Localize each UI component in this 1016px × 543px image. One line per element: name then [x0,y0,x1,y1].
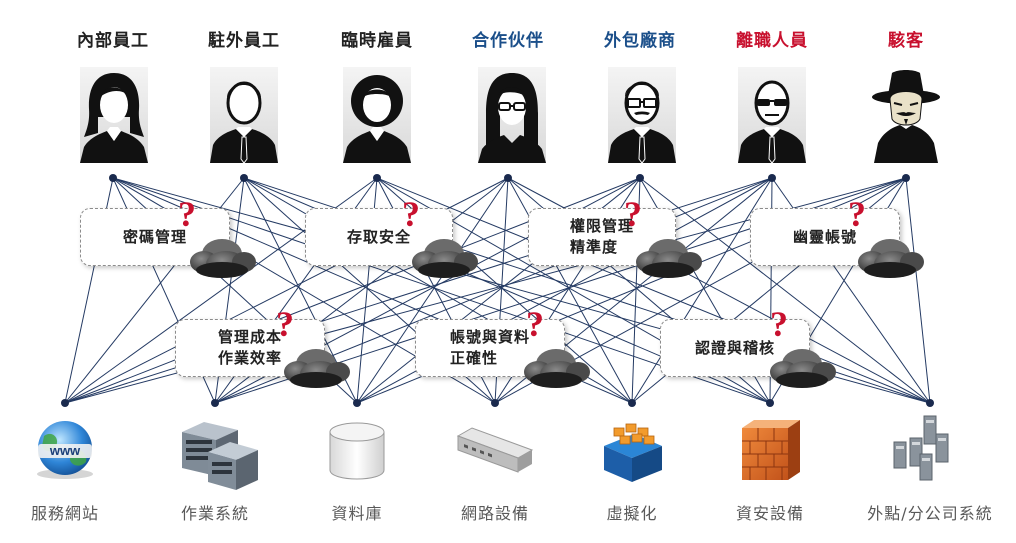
role-label-remote-staff: 駐外員工 [208,31,280,51]
concern-text: 幽靈帳號 [792,227,857,246]
connection-line [905,177,931,404]
system-node-dot [353,399,361,407]
connection-line [356,177,509,404]
role-label-partner: 合作伙伴 [472,31,544,51]
network-switch-icon [456,427,534,473]
role-node-dot [768,174,776,182]
system-node-dot [628,399,636,407]
virtualization-stack-icon [604,423,662,482]
hacker-mask-icon [870,67,942,163]
system-label-os: 作業系統 [180,504,249,523]
branch-servers-icon [893,415,949,481]
role-node-dot [109,174,117,182]
storm-cloud-icon [770,349,836,388]
system-label-network: 網路設備 [460,504,529,523]
www-globe-icon: www [37,421,93,479]
question-mark-icon: ? [178,194,196,234]
concern-bubble-data-accuracy: 帳號與資料正確性 [415,319,565,377]
database-icon [329,422,385,480]
concern-text: 權限管理精準度 [569,217,634,256]
storm-cloud-icon [858,239,924,278]
concern-text: 帳號與資料正確性 [449,328,530,367]
question-mark-icon: ? [624,194,642,234]
question-mark-icon: ? [402,194,420,234]
system-node-dot [926,399,934,407]
role-label-hacker: 駭客 [888,31,924,51]
question-mark-icon: ? [848,194,866,234]
woman-curly-avatar-icon [343,67,411,163]
connection-line [376,177,931,404]
bald-sunglasses-avatar-icon [738,67,806,164]
www-text: www [49,443,81,458]
role-label-contractor: 外包廠商 [604,31,676,51]
storm-cloud-icon [412,239,478,278]
woman-glasses-avatar-icon [478,67,546,163]
role-node-dot [240,174,248,182]
question-mark-icon: ? [276,304,294,344]
system-label-security: 資安設備 [735,504,804,523]
concern-text: 存取安全 [346,227,411,246]
system-node-dot [491,399,499,407]
concern-text: 認證與稽核 [694,338,775,357]
woman-avatar-icon [80,67,148,163]
system-label-virtualization: 虛擬化 [606,504,658,523]
role-node-dot [373,174,381,182]
concern-text: 密碼管理 [122,227,187,246]
system-label-branch: 外點/分公司系統 [867,504,993,523]
role-node-dot [636,174,644,182]
role-node-dot [902,174,910,182]
storm-cloud-icon [524,349,590,388]
role-node-dot [504,174,512,182]
server-rack-icon [182,422,258,490]
system-label-database: 資料庫 [331,504,383,523]
role-label-internal-staff: 內部員工 [77,31,149,51]
system-node-dot [211,399,219,407]
question-mark-icon: ? [770,304,788,344]
man-avatar-icon [210,67,278,164]
storm-cloud-icon [636,239,702,278]
connection-line [631,177,773,404]
storm-cloud-icon [190,239,256,278]
role-label-temp-staff: 臨時雇員 [341,31,413,51]
firewall-icon [742,420,800,480]
system-node-dot [61,399,69,407]
concern-text: 管理成本作業效率 [217,328,282,367]
connection-line [639,177,931,404]
system-node-dot [766,399,774,407]
system-label-website: 服務網站 [30,504,99,523]
storm-cloud-icon [284,349,350,388]
question-mark-icon: ? [526,304,544,344]
role-label-former-staff: 離職人員 [736,31,808,51]
man-glasses-avatar-icon [608,67,676,164]
